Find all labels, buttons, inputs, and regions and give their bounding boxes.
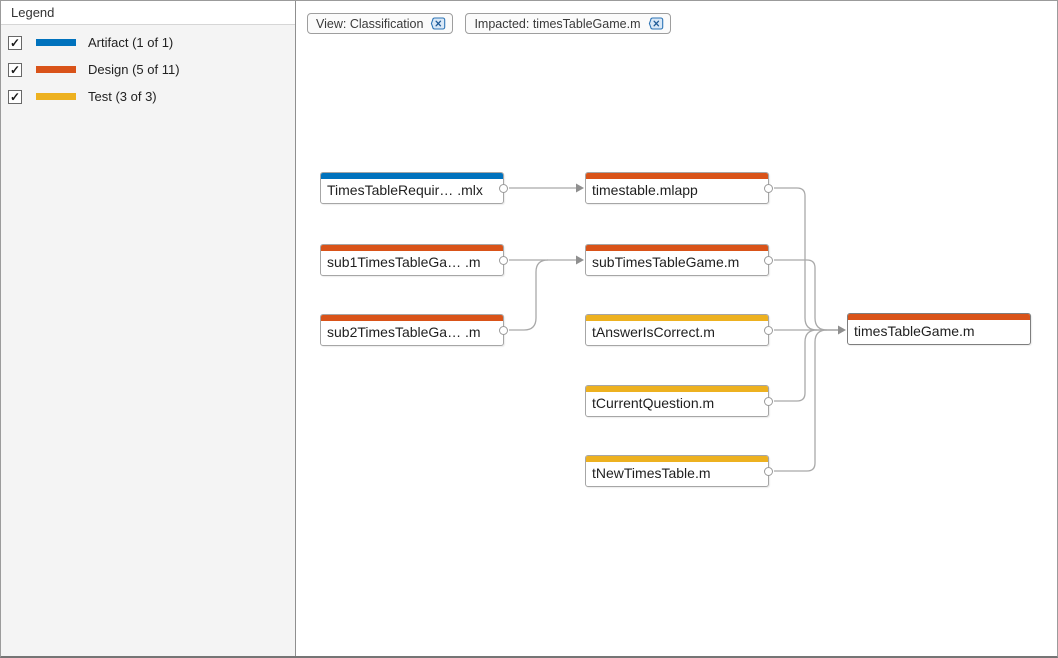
output-port	[499, 256, 508, 265]
artifact-label: Artifact (1 of 1)	[88, 35, 174, 50]
graph-canvas: View: Classification Impacted: timesTabl…	[296, 1, 1057, 656]
legend-body: ✓ Artifact (1 of 1) ✓ Design (5 of 11) ✓…	[1, 25, 295, 110]
node-label: tAnswerIsCorrect.m	[592, 324, 715, 340]
edge-subgame-to-game	[774, 259, 838, 331]
design-checkbox[interactable]: ✓	[8, 62, 22, 77]
artifact-checkbox[interactable]: ✓	[8, 35, 22, 50]
node-label: tNewTimesTable.m	[592, 465, 711, 481]
test-checkbox[interactable]: ✓	[8, 89, 22, 104]
artifact-color-swatch	[36, 39, 76, 46]
output-port	[499, 326, 508, 335]
node-type-bar	[586, 173, 768, 179]
output-port	[499, 184, 508, 193]
node-type-bar	[586, 245, 768, 251]
node-label: timestable.mlapp	[592, 182, 698, 198]
edge-sub2-to-subgame	[509, 259, 549, 331]
filter-chip-impacted-label: Impacted: timesTableGame.m	[474, 16, 641, 31]
filter-chips: View: Classification Impacted: timesTabl…	[307, 13, 671, 34]
legend-row-design: ✓ Design (5 of 11)	[1, 56, 295, 83]
legend-header: Legend	[1, 1, 295, 25]
test-label: Test (3 of 3)	[88, 89, 157, 104]
clear-filter-icon[interactable]	[648, 17, 664, 30]
edge-tcurrent-to-game	[774, 329, 818, 402]
edge-mlapp-to-game	[774, 187, 838, 331]
dependency-edges	[509, 183, 846, 472]
node-label: TimesTableRequir… .mlx	[327, 182, 483, 198]
filter-chip-view-label: View: Classification	[316, 16, 424, 31]
filter-chip-view[interactable]: View: Classification	[307, 13, 454, 34]
node-tanswperiscorrect[interactable]: tAnswerIsCorrect.m	[585, 314, 773, 346]
clear-filter-icon[interactable]	[430, 17, 446, 30]
edge-tnew-to-game	[774, 329, 828, 472]
legend-row-test: ✓ Test (3 of 3)	[1, 83, 295, 110]
arrowhead-icon	[576, 183, 584, 193]
legend-title: Legend	[11, 5, 55, 20]
output-port	[764, 326, 773, 335]
node-timestablegame[interactable]: timesTableGame.m	[847, 313, 1031, 345]
node-label: tCurrentQuestion.m	[592, 395, 715, 411]
node-subtimestablegame[interactable]: subTimesTableGame.m	[585, 244, 773, 276]
node-sub1timestablegame[interactable]: sub1TimesTableGa… .m	[320, 244, 508, 276]
arrowhead-icon	[576, 255, 584, 265]
design-color-swatch	[36, 66, 76, 73]
node-type-bar	[321, 245, 503, 251]
node-type-bar	[848, 314, 1030, 320]
node-label: timesTableGame.m	[854, 323, 975, 339]
node-label: subTimesTableGame.m	[592, 254, 740, 270]
filter-chip-impacted[interactable]: Impacted: timesTableGame.m	[465, 13, 671, 34]
legend-panel: Legend ✓ Artifact (1 of 1) ✓ Design (5 o…	[1, 1, 296, 656]
output-port	[764, 467, 773, 476]
node-label: sub1TimesTableGa… .m	[327, 254, 481, 270]
test-color-swatch	[36, 93, 76, 100]
node-tcurrentquestion[interactable]: tCurrentQuestion.m	[585, 385, 773, 417]
arrowhead-icon	[838, 325, 846, 335]
node-timestable-mlapp[interactable]: timestable.mlapp	[585, 172, 773, 204]
node-type-bar	[586, 386, 768, 392]
output-port	[764, 256, 773, 265]
node-type-bar	[586, 315, 768, 321]
node-sub2timestablegame[interactable]: sub2TimesTableGa… .m	[320, 314, 508, 346]
node-label: sub2TimesTableGa… .m	[327, 324, 481, 340]
node-type-bar	[321, 315, 503, 321]
legend-row-artifact: ✓ Artifact (1 of 1)	[1, 29, 295, 56]
output-port	[764, 184, 773, 193]
design-label: Design (5 of 11)	[88, 62, 180, 77]
output-port	[764, 397, 773, 406]
node-tnewtimestable[interactable]: tNewTimesTable.m	[585, 455, 773, 487]
node-type-bar	[586, 456, 768, 462]
node-type-bar	[321, 173, 503, 179]
node-timestablerequirements[interactable]: TimesTableRequir… .mlx	[320, 172, 508, 204]
